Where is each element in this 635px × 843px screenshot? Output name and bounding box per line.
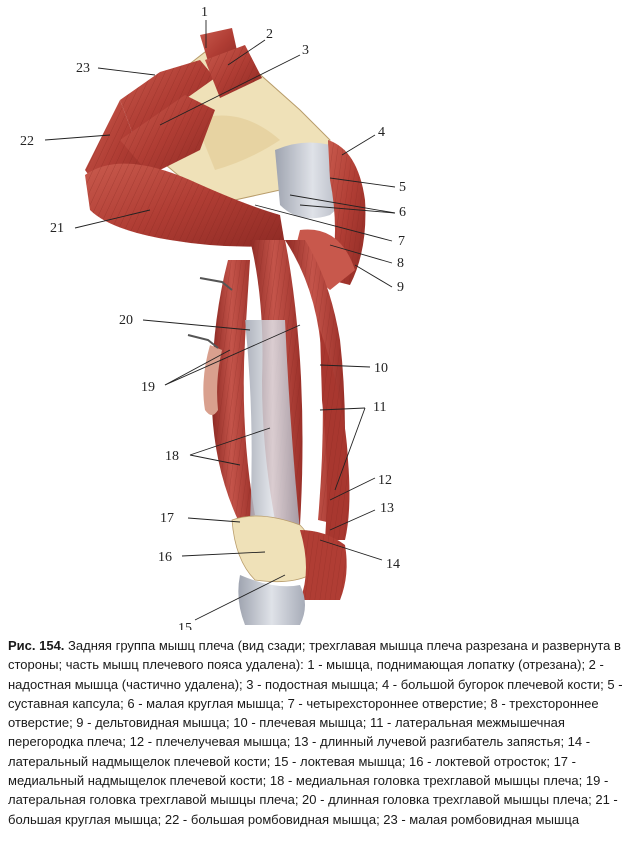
label-18: 18: [165, 449, 179, 464]
label-3: 3: [302, 43, 309, 58]
label-14: 14: [386, 557, 400, 572]
deltoid: [295, 140, 366, 290]
label-9: 9: [397, 280, 404, 295]
levator-supraspinatus: [200, 28, 262, 98]
label-1: 1: [201, 5, 208, 20]
label-13: 13: [380, 501, 394, 516]
label-20: 20: [119, 313, 133, 328]
label-19: 19: [141, 380, 155, 395]
anatomy-illustration: 1 2 3 4 5 6 7 8 9 10 11 12 13 14 15 16 1…: [20, 5, 406, 630]
teres-major: [85, 163, 285, 247]
label-2: 2: [266, 27, 273, 42]
figure-caption: Рис. 154. Задняя группа мышц плеча (вид …: [8, 636, 630, 829]
label-16: 16: [158, 550, 172, 565]
caption-prefix: Рис. 154.: [8, 638, 65, 653]
leader-lines: [44, 20, 396, 621]
label-22: 22: [20, 134, 34, 149]
label-5: 5: [399, 180, 406, 195]
label-15: 15: [178, 621, 192, 630]
label-4: 4: [378, 125, 385, 140]
elbow: [231, 515, 347, 625]
label-6: 6: [399, 205, 406, 220]
label-11: 11: [373, 400, 386, 415]
label-12: 12: [378, 473, 392, 488]
retractor-hooks: [187, 277, 233, 349]
caption-text: Задняя группа мышц плеча (вид сзади; тре…: [8, 638, 623, 827]
upper-arm: [203, 240, 350, 540]
label-8: 8: [397, 256, 404, 271]
label-10: 10: [374, 361, 388, 376]
label-7: 7: [398, 234, 405, 249]
label-23: 23: [76, 61, 90, 76]
label-21: 21: [50, 221, 64, 236]
infraspinatus: [120, 95, 215, 175]
label-17: 17: [160, 511, 174, 526]
number-labels: 1 2 3 4 5 6 7 8 9 10 11 12 13 14 15 16 1…: [20, 5, 406, 630]
